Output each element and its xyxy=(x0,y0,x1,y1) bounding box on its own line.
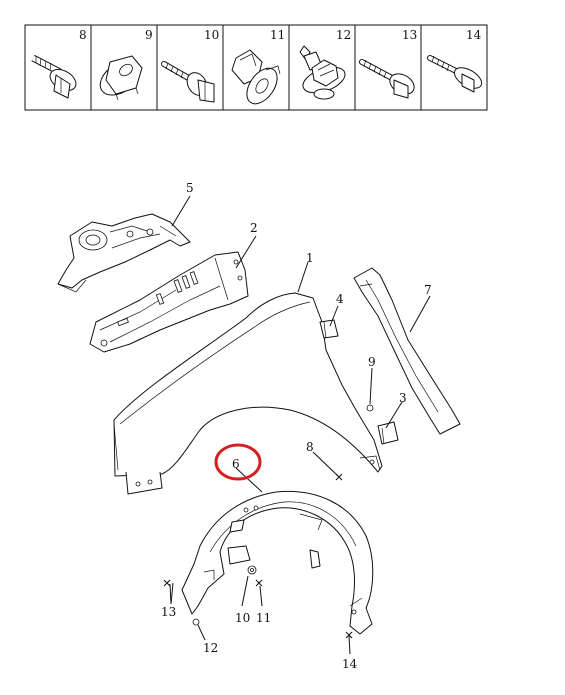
table-label-14: 14 xyxy=(466,28,482,42)
callout-11: 11 xyxy=(256,611,271,625)
callout-10: 10 xyxy=(235,611,250,625)
table-label-9: 9 xyxy=(145,28,153,42)
callout-1: 1 xyxy=(306,251,314,265)
callout-6: 6 xyxy=(232,457,240,471)
table-label-8: 8 xyxy=(79,28,87,42)
part-11-clip-marker xyxy=(255,579,263,587)
part-5-bracket xyxy=(57,213,191,293)
table-border xyxy=(24,24,488,111)
part-9-nut-marker xyxy=(366,404,374,412)
table-label-12: 12 xyxy=(336,28,351,42)
callout-12: 12 xyxy=(203,641,218,655)
part-4-clip xyxy=(319,319,339,339)
table-label-13: 13 xyxy=(402,28,417,42)
callout-7: 7 xyxy=(424,283,432,297)
callout-5: 5 xyxy=(186,181,194,195)
callout-4: 4 xyxy=(336,292,344,306)
highlight-circle xyxy=(214,443,262,481)
callout-9: 9 xyxy=(368,355,376,369)
part-7-pillar-trim xyxy=(353,267,461,435)
self-tapping-screw-icon xyxy=(359,59,415,99)
part-13-screw-marker xyxy=(163,579,171,587)
callout-2: 2 xyxy=(250,221,258,235)
part-12-clip-marker xyxy=(192,618,200,626)
tapping-screw-icon xyxy=(161,61,215,103)
callout-14: 14 xyxy=(342,657,358,671)
push-clip-icon xyxy=(231,49,281,105)
callout-3: 3 xyxy=(399,391,407,405)
part-14-screw-marker xyxy=(345,631,353,639)
rivet-clip-icon xyxy=(299,45,346,100)
flange-bolt-icon xyxy=(31,54,77,99)
part-6-wheel-liner xyxy=(181,490,374,635)
part-1-front-fender xyxy=(113,292,383,495)
flange-nut-icon xyxy=(99,55,143,101)
washer-screw-icon xyxy=(427,55,483,93)
callout-13: 13 xyxy=(161,605,176,619)
table-label-10: 10 xyxy=(204,28,219,42)
part-2-apron-rail xyxy=(89,251,249,353)
fastener-table: 8 9 10 11 12 13 14 xyxy=(24,24,488,111)
table-label-11: 11 xyxy=(270,28,285,42)
callout-8: 8 xyxy=(306,440,314,454)
leader-lines xyxy=(169,195,431,655)
